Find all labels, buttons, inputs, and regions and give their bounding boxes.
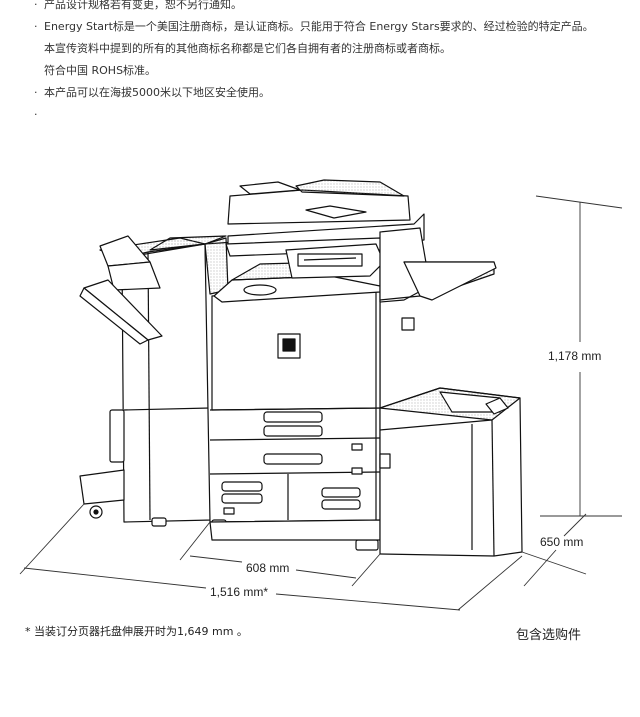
note-item: 本宣传资料中提到的所有的其他商标名称都是它们各自拥有者的注册商标或者商标。: [44, 42, 451, 55]
total-width-label: 1,516 mm*: [210, 585, 268, 599]
footnote: * 当装订分页器托盘伸展开时为1,649 mm 。: [25, 625, 248, 638]
dimension-lines: [19, 195, 623, 611]
depth-label: 650 mm: [540, 535, 583, 549]
copier-illustration: [79, 179, 523, 557]
main-width-label: 608 mm: [246, 561, 289, 575]
note-item: ·本产品可以在海拔5000米以下地区安全使用。: [34, 86, 270, 99]
notes-list: ·产品设计规格若有变更，恕不另行通知。 ·Energy Start标是一个美国注…: [34, 0, 634, 121]
main-body: [149, 231, 381, 551]
note-item: ·Energy Start标是一个美国注册商标，是认证商标。只能用于符合 Ene…: [34, 20, 594, 33]
options-included-label: 包含选购件: [516, 628, 582, 643]
finisher-unit: [79, 235, 213, 523]
right-exit-tray: [379, 227, 497, 331]
note-item: 符合中国 ROHS标准。: [44, 64, 157, 77]
note-item: ·产品设计规格若有变更，恕不另行通知。: [34, 0, 242, 11]
document-feeder: [225, 179, 425, 279]
height-label: 1,178 mm: [548, 349, 601, 363]
large-capacity-tray: [379, 387, 523, 557]
